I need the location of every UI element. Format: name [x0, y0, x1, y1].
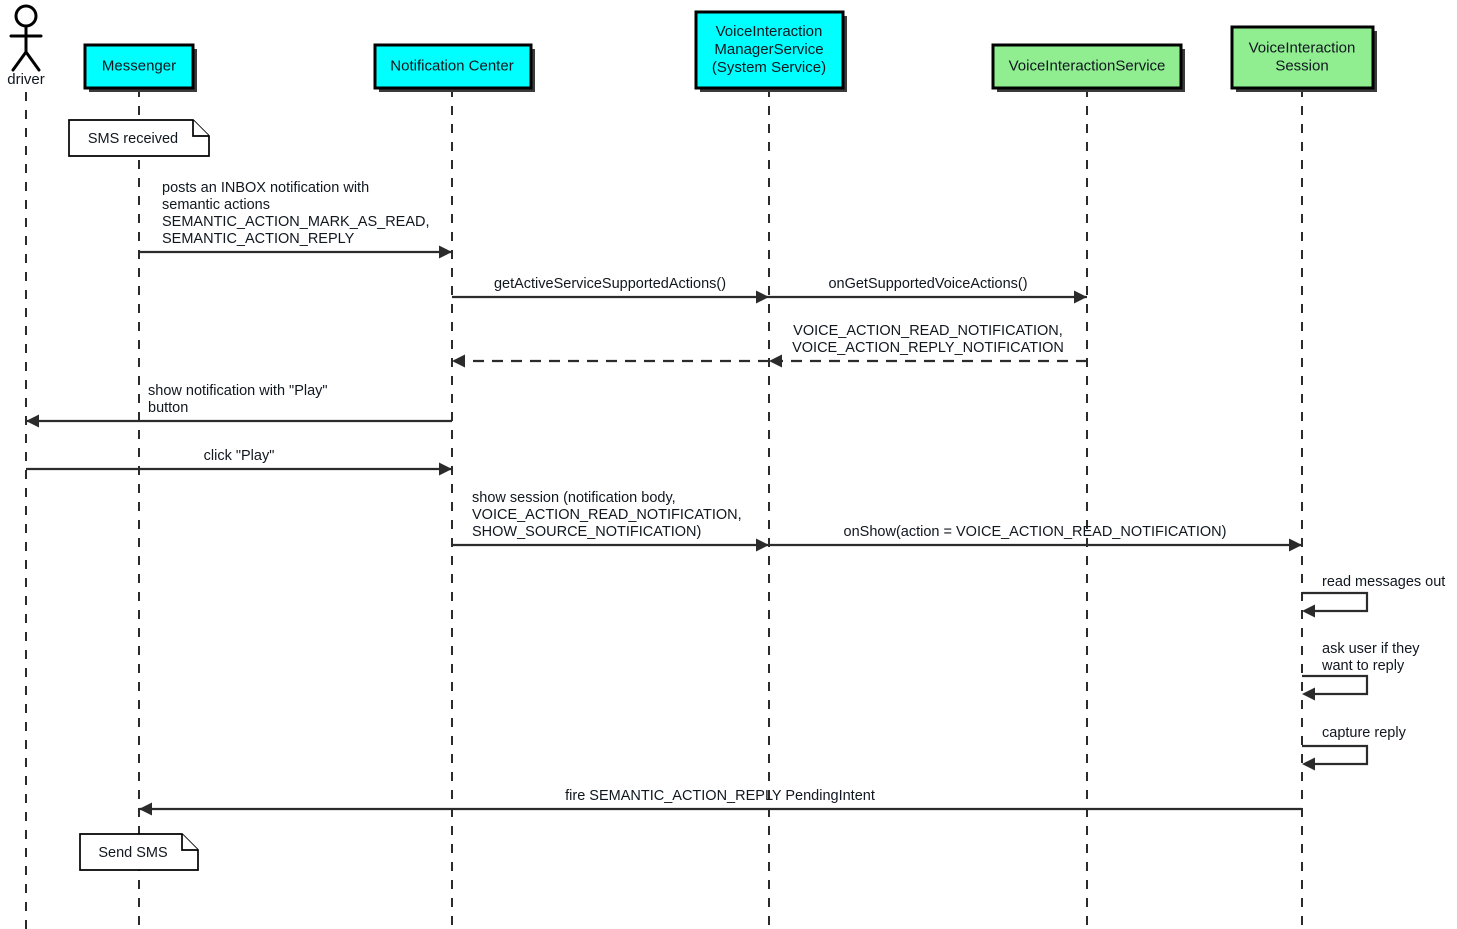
- message-label-line-0: onShow(action = VOICE_ACTION_READ_NOTIFI…: [844, 524, 1227, 540]
- note-sms-received: SMS received: [68, 119, 210, 157]
- self-message-path: [1302, 744, 1369, 766]
- message-label-line-0: fire SEMANTIC_ACTION_REPLY PendingIntent: [565, 788, 875, 804]
- actor-leg-left-icon: [11, 50, 28, 72]
- note-fold-corner-icon: [181, 834, 198, 851]
- message-label-line-1: VOICE_ACTION_REPLY_NOTIFICATION: [792, 340, 1064, 356]
- participant-label-voice-interaction-manager-service-line-0: VoiceInteraction: [716, 23, 823, 40]
- msg-show-notification-with-play-button[interactable]: show notification with "Play"button: [26, 383, 452, 428]
- participant-label-voice-interaction-session-line-1: Session: [1275, 57, 1328, 74]
- self-message-arrowhead-icon: [1302, 604, 1315, 618]
- participant-box-voice-interaction-manager-service[interactable]: [694, 10, 845, 90]
- participant-notification-center[interactable]: Notification Center: [373, 43, 535, 92]
- message-label-line-0: show notification with "Play": [148, 383, 328, 399]
- message-arrowhead-icon: [769, 354, 782, 368]
- message-arrowhead-icon: [756, 538, 769, 552]
- message-label-line-1: button: [148, 400, 188, 416]
- msg-click-play[interactable]: click "Play": [26, 448, 452, 476]
- participant-label-voice-interaction-service-line-0: VoiceInteractionService: [1009, 57, 1166, 74]
- participant-label-notification-center-line-0: Notification Center: [390, 57, 513, 74]
- self-message-arrowhead-icon: [1302, 687, 1315, 701]
- participant-box-voice-interaction-session[interactable]: [1230, 25, 1375, 90]
- message-label-line-2: SHOW_SOURCE_NOTIFICATION): [472, 524, 701, 540]
- note-send-sms: Send SMS: [79, 833, 199, 871]
- self-message-label-line-0: capture reply: [1322, 725, 1407, 741]
- message-arrowhead-icon: [439, 245, 452, 259]
- self-message-arrowhead-icon: [1302, 757, 1315, 771]
- message-arrowhead-icon: [26, 414, 39, 428]
- participant-label-voice-interaction-manager-service-line-2: (System Service): [712, 59, 826, 76]
- message-arrowhead-icon: [452, 354, 465, 368]
- selfmsg-read-messages-out[interactable]: read messages out: [1302, 574, 1445, 618]
- self-message-path: [1302, 591, 1369, 613]
- note-label: Send SMS: [98, 845, 167, 861]
- message-label-line-0: getActiveServiceSupportedActions(): [494, 276, 726, 292]
- participant-box-voice-interaction-service[interactable]: [991, 43, 1183, 90]
- note-label: SMS received: [88, 131, 178, 147]
- message-label-line-0: click "Play": [204, 448, 275, 464]
- msg-get-active-service-supported-actions[interactable]: getActiveServiceSupportedActions(): [452, 276, 769, 304]
- note-body-shape: [79, 833, 199, 871]
- actor-driver[interactable]: driver: [7, 4, 45, 88]
- note-fold-corner-icon: [192, 120, 209, 137]
- participant-voice-interaction-service[interactable]: VoiceInteractionService: [991, 43, 1185, 92]
- participants-layer: driver Messenger Notification Center VoiceI…: [7, 4, 1377, 92]
- selfmsg-capture-reply[interactable]: capture reply: [1302, 725, 1407, 771]
- note-body-shape: [68, 119, 210, 157]
- actor-label-driver: driver: [7, 71, 45, 88]
- message-arrowhead-icon: [1074, 290, 1087, 304]
- msg-on-show[interactable]: onShow(action = VOICE_ACTION_READ_NOTIFI…: [769, 524, 1302, 552]
- message-label-line-3: SEMANTIC_ACTION_REPLY: [162, 231, 355, 247]
- msg-return-voice-actions-to-notification-center[interactable]: [452, 354, 769, 368]
- participant-box-messenger[interactable]: [83, 43, 195, 90]
- message-label-line-0: show session (notification body,: [472, 490, 676, 506]
- actor-leg-right-icon: [24, 50, 41, 72]
- msg-return-voice-actions[interactable]: VOICE_ACTION_READ_NOTIFICATION,VOICE_ACT…: [769, 323, 1087, 368]
- message-label-line-1: semantic actions: [162, 197, 270, 213]
- message-label-line-2: SEMANTIC_ACTION_MARK_AS_READ,: [162, 214, 430, 230]
- participant-label-messenger-line-0: Messenger: [102, 57, 176, 74]
- message-label-line-1: VOICE_ACTION_READ_NOTIFICATION,: [472, 507, 742, 523]
- message-label-line-0: posts an INBOX notification with: [162, 180, 369, 196]
- self-message-label-line-0: read messages out: [1322, 574, 1445, 590]
- participant-box-notification-center[interactable]: [373, 43, 533, 90]
- message-arrowhead-icon: [756, 290, 769, 304]
- messages-layer: posts an INBOX notification withsemantic…: [26, 180, 1302, 816]
- message-arrowhead-icon: [1289, 538, 1302, 552]
- participant-label-voice-interaction-manager-service-line-1: ManagerService: [714, 41, 823, 58]
- lifelines-layer: [25, 88, 1303, 929]
- msg-show-session[interactable]: show session (notification body,VOICE_AC…: [452, 490, 769, 552]
- self-message-label-line-0: ask user if they: [1322, 641, 1420, 657]
- participant-messenger[interactable]: Messenger: [83, 43, 197, 92]
- actor-head-icon: [14, 4, 38, 28]
- self-message-label-line-1: want to reply: [1321, 658, 1405, 674]
- msg-on-get-supported-voice-actions[interactable]: onGetSupportedVoiceActions(): [769, 276, 1087, 304]
- msg-fire-semantic-action-reply-pending-intent[interactable]: fire SEMANTIC_ACTION_REPLY PendingIntent: [139, 788, 1302, 816]
- msg-post-inbox-notification[interactable]: posts an INBOX notification withsemantic…: [139, 180, 452, 259]
- participant-label-voice-interaction-session-line-0: VoiceInteraction: [1249, 39, 1356, 56]
- message-label-line-0: onGetSupportedVoiceActions(): [828, 276, 1027, 292]
- message-arrowhead-icon: [139, 802, 152, 816]
- message-arrowhead-icon: [439, 462, 452, 476]
- message-label-line-0: VOICE_ACTION_READ_NOTIFICATION,: [793, 323, 1063, 339]
- self-message-path: [1302, 674, 1369, 696]
